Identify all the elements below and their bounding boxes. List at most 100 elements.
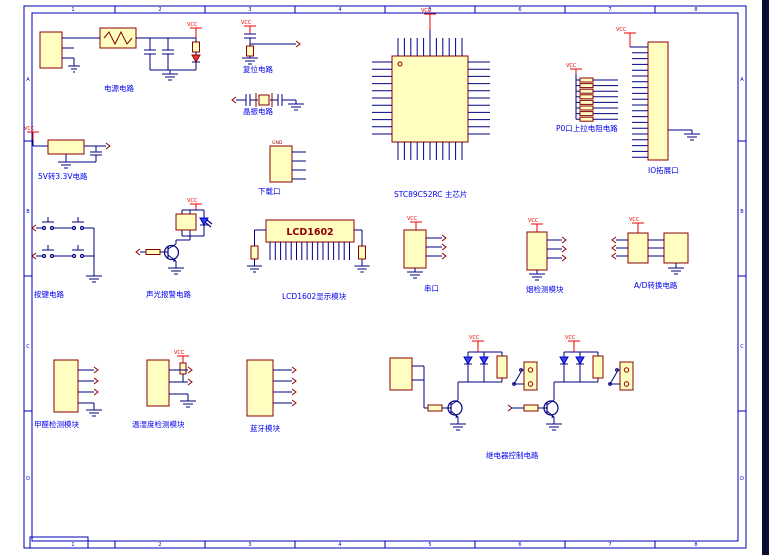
v5-to-v33-circuit: VCC 5V转3.3V电路 — [24, 126, 111, 181]
download-connector — [269, 145, 293, 183]
pins — [78, 369, 102, 417]
download-port: GND 下载口 — [258, 140, 306, 196]
emitter-arrow — [455, 415, 458, 419]
smoke-module-body — [526, 231, 548, 271]
vcc-net-label: VCC — [469, 335, 480, 341]
wires — [36, 227, 102, 283]
vcc-port — [244, 25, 256, 34]
net-chevrons — [441, 234, 447, 260]
relay-coil-symbol — [496, 355, 508, 379]
smoke-module-label: 烟检测模块 — [526, 284, 564, 294]
net-chevron — [231, 96, 237, 104]
crystal-circuit-label: 晶振电路 — [243, 106, 273, 116]
resistor-symbol — [145, 249, 161, 255]
vcc-net-label: VCC — [421, 8, 432, 14]
wires — [242, 33, 296, 65]
vcc-port — [531, 223, 543, 232]
wires — [62, 37, 200, 81]
vcc-net-label: VCC — [566, 63, 577, 69]
led-symbol — [199, 217, 209, 227]
pins — [407, 237, 442, 279]
mcu-right-pins — [468, 61, 490, 135]
v33-circuit-label: 5V转3.3V电路 — [38, 171, 88, 181]
resistor-array — [579, 77, 594, 122]
vcc-net-label: VCC — [528, 218, 539, 224]
wires — [247, 229, 370, 273]
reset-circuit-label: 复位电路 — [243, 64, 273, 74]
formaldehyde-module: 甲醛检测模块 — [34, 359, 102, 429]
resistor-symbol — [250, 245, 259, 260]
lcd1602-module: LCD1602 LCD1602显示模块 — [247, 219, 370, 301]
mcu-label: STC89C52RC 主芯片 — [394, 189, 467, 199]
resistor-symbol — [246, 45, 254, 57]
contact-pivot — [512, 382, 516, 386]
net-chevrons — [291, 366, 297, 407]
zone-row: D — [26, 476, 30, 482]
smoke-detector-module: VCC 烟检测模块 — [526, 218, 567, 294]
led-symbol — [191, 54, 201, 64]
contact-throw — [615, 368, 619, 372]
zone-col: 1 — [71, 7, 74, 13]
vcc-net-label: VCC — [616, 27, 627, 33]
zone-row: A — [26, 77, 30, 83]
power-circuit-label: 电源电路 — [104, 83, 134, 93]
zone-col: 4 — [338, 7, 341, 13]
zone-col: 6 — [518, 542, 521, 548]
transistor-symbol — [447, 400, 463, 416]
adc-connector — [663, 232, 689, 264]
vcc-port — [177, 355, 189, 363]
zone-row: C — [26, 344, 30, 350]
vcc-port — [27, 131, 39, 140]
zone-col: 5 — [428, 7, 431, 13]
sheet-frame: 1 2 3 4 5 6 7 8 1 2 3 4 5 6 7 8 A B C D … — [23, 5, 747, 549]
vcc-port — [568, 340, 580, 352]
zone-row: B — [26, 209, 30, 215]
relay-circuit-label: 继电器控制电路 — [486, 450, 539, 460]
power-supply-circuit: VCC 电源电路 — [39, 22, 202, 93]
resistor-symbol — [427, 404, 443, 412]
zone-col: 5 — [428, 542, 431, 548]
vcc-net-label: VCC — [187, 22, 198, 28]
vcc-port — [570, 68, 582, 74]
bluetooth-module: 蓝牙模块 — [246, 359, 297, 433]
net-chevrons — [611, 236, 617, 260]
gnd-net-label: GND — [272, 140, 283, 146]
p0-pullup-circuit: VCC P0口上拉电阻电路 — [556, 63, 618, 133]
zone-ticks — [24, 6, 746, 548]
transistor-symbol — [543, 400, 559, 416]
vcc-port — [424, 13, 436, 30]
wires — [140, 209, 208, 275]
net-chevron — [295, 40, 301, 48]
alarm-circuit-label: 声光报警电路 — [146, 289, 191, 299]
bt-module-label: 蓝牙模块 — [250, 423, 280, 433]
mcu-circuit: VCC STC89C52RC 主芯片 — [372, 8, 490, 199]
vcc-net-label: VCC — [24, 126, 35, 132]
net-chevrons — [187, 366, 193, 386]
zone-row: C — [740, 344, 744, 350]
net-chevrons — [31, 224, 37, 260]
inner-border — [31, 12, 739, 542]
lcd-part-number: LCD1602 — [286, 227, 333, 238]
led-rays — [205, 219, 213, 228]
resistor-symbol — [523, 404, 539, 412]
net-chevron — [507, 404, 513, 412]
net-chevrons — [93, 366, 99, 396]
mcu-bottom-pins — [397, 142, 463, 160]
output-terminal — [619, 361, 634, 391]
zone-col: 8 — [694, 7, 697, 13]
relay-coil-symbol — [592, 355, 604, 379]
net-chevron — [105, 142, 111, 150]
vcc-net-label: VCC — [241, 20, 252, 26]
serial-port-label: 串口 — [424, 284, 439, 293]
adc-ic-body — [627, 232, 649, 264]
mcu-body — [391, 55, 469, 143]
dht-module-label: 温湿度检测模块 — [132, 419, 185, 429]
buzzer-symbol — [175, 213, 197, 231]
vcc-port — [472, 340, 484, 352]
contact-throw — [519, 368, 523, 372]
zone-col: 4 — [338, 542, 341, 548]
diode-symbol — [463, 356, 473, 366]
gnd-symbol — [668, 129, 700, 141]
zone-row: A — [740, 77, 744, 83]
